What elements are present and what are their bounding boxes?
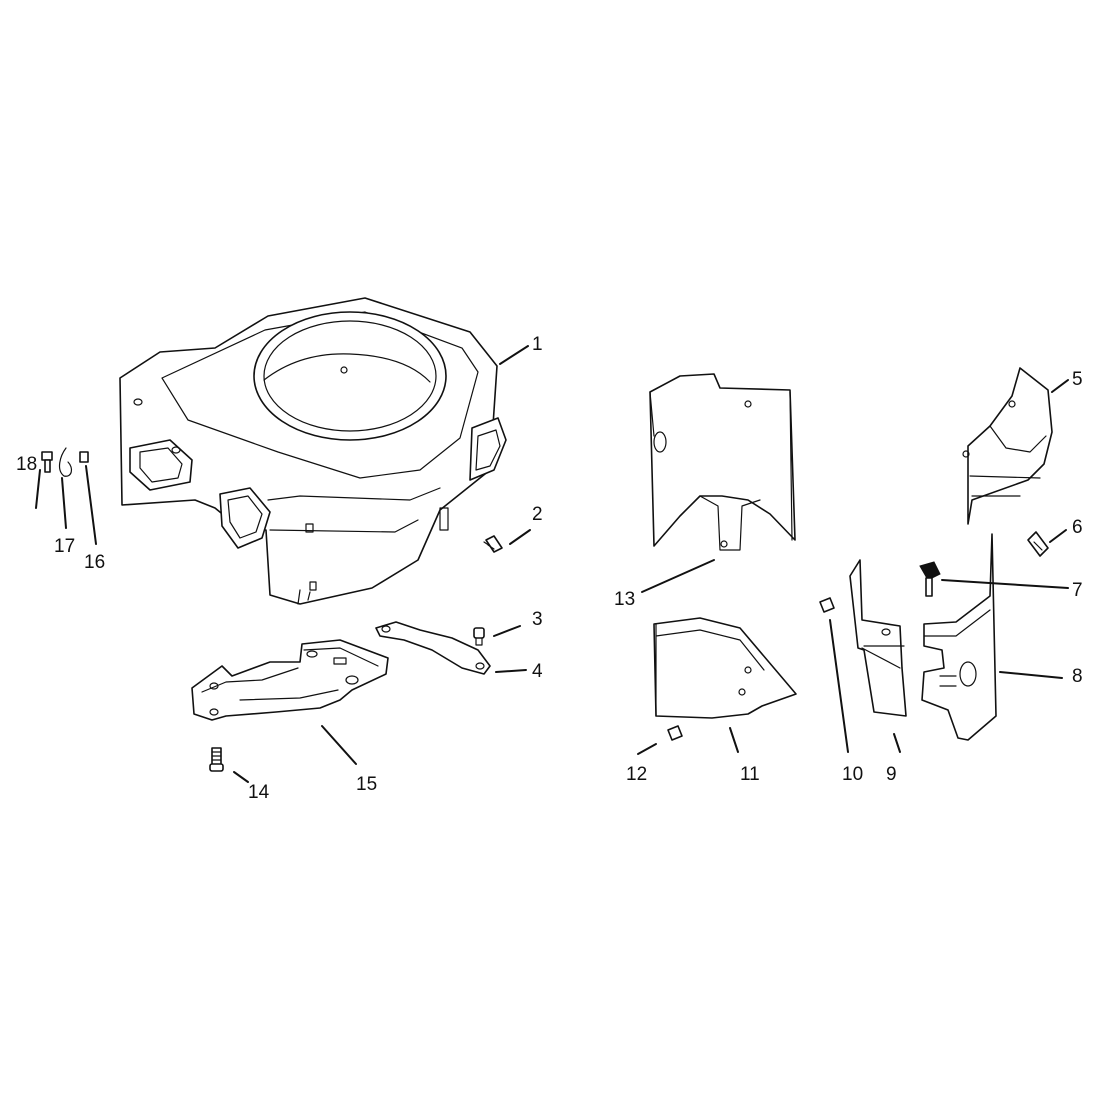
stud-14 [209,747,224,772]
side-baffle-8 [921,533,997,741]
blower-housing [119,297,507,605]
callout-9: 9 [886,764,897,785]
callout-13: 13 [614,589,635,610]
callout-5: 5 [1072,369,1083,390]
callout-11: 11 [740,764,760,785]
callout-12: 12 [626,764,647,785]
bracket-strap-4 [375,621,491,675]
callout-10: 10 [842,764,863,785]
screw-10 [819,597,835,613]
hardware-16-18 [41,447,89,477]
bolt-7 [919,561,941,597]
callout-2: 2 [532,504,543,525]
lower-baffle-11 [653,617,797,719]
screw-12 [667,725,683,741]
callout-15: 15 [356,774,377,795]
side-baffle-9 [849,559,907,717]
callout-14: 14 [248,782,270,803]
base-baffle-15 [191,639,389,721]
upper-baffle-13 [649,373,796,551]
callout-6: 6 [1072,517,1083,538]
callout-7: 7 [1072,580,1083,601]
callout-labels: 1 2 3 4 5 6 7 8 9 10 11 12 13 14 15 16 1… [16,334,1083,803]
callout-8: 8 [1072,666,1083,687]
callout-16: 16 [84,552,105,573]
callout-17: 17 [54,536,75,557]
callout-4: 4 [532,661,543,682]
shroud-5 [962,367,1053,525]
bolt-3 [473,627,485,646]
callout-3: 3 [532,609,543,630]
screw-6 [1027,531,1049,557]
callout-18: 18 [16,454,37,475]
screw-2 [483,535,503,553]
leader-lines [35,345,1069,783]
callout-1: 1 [532,334,543,355]
